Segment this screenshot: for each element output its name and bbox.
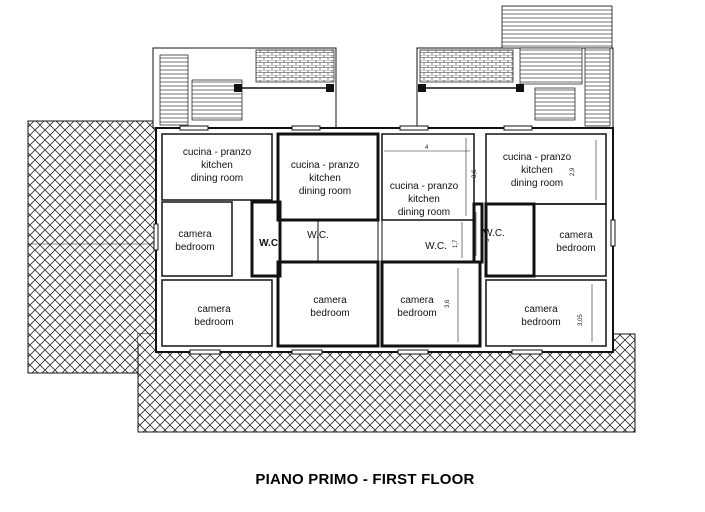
room-label: bedroom [521,317,560,328]
room-label: camera [400,295,434,306]
room-kitchen-1: cucina - pranzo kitchen dining room [183,147,252,184]
room-label: bedroom [175,242,214,253]
dimension-label: 3,05 [578,314,584,326]
walls [161,132,607,348]
room-label: camera [197,304,231,315]
room-label: kitchen [201,160,233,171]
dimension-label: 3 [485,238,491,242]
room-label: camera [559,230,593,241]
terrace-left [27,120,157,374]
room-label: kitchen [309,173,341,184]
dimension-lines [384,138,597,342]
room-label: cucina - pranzo [503,152,572,163]
room-kitchen-4: cucina - pranzo kitchen dining room [503,152,572,189]
room-label: dining room [191,173,243,184]
dimension-label: 4 [425,145,429,151]
room-bedroom-3: camera bedroom [397,295,436,319]
dimension-label: 1,7 [453,239,459,248]
room-label: kitchen [521,165,553,176]
room-kitchen-2: cucina - pranzo kitchen dining room [291,160,360,197]
room-label: camera [524,304,558,315]
room-label: dining room [299,186,351,197]
room-wc-4: W.C. [483,228,505,239]
room-label: dining room [398,207,450,218]
room-label: bedroom [556,243,595,254]
room-label: kitchen [408,194,440,205]
room-label: bedroom [310,308,349,319]
room-bedroom-1: camera bedroom [194,304,233,328]
room-kitchen-3: cucina - pranzo kitchen dining room [390,181,459,218]
room-wc-3: W.C. [425,241,447,252]
room-label: dining room [511,178,563,189]
room-label: camera [178,229,212,240]
room-label: bedroom [397,308,436,319]
dimension-label: 2,9 [570,167,576,176]
room-wc-2: W.C. [307,230,329,241]
dimension-label: 3,6 [445,299,451,308]
dimension-label: 3,6 [472,169,478,178]
room-label: cucina - pranzo [183,147,252,158]
plan-caption: PIANO PRIMO - FIRST FLOOR [255,471,474,488]
room-label: cucina - pranzo [291,160,360,171]
room-bedroom-2: camera bedroom [310,295,349,319]
room-label: cucina - pranzo [390,181,459,192]
room-bedroom-small-1: camera bedroom [175,229,214,253]
room-bedroom-small-4: camera bedroom [556,230,595,254]
stair-block-right [416,5,614,129]
room-wc-1: W.C. [259,238,281,249]
room-label: camera [313,295,347,306]
stair-block-left [152,47,337,129]
windows [153,125,616,355]
room-label: bedroom [194,317,233,328]
room-bedroom-4: camera bedroom [521,304,560,328]
